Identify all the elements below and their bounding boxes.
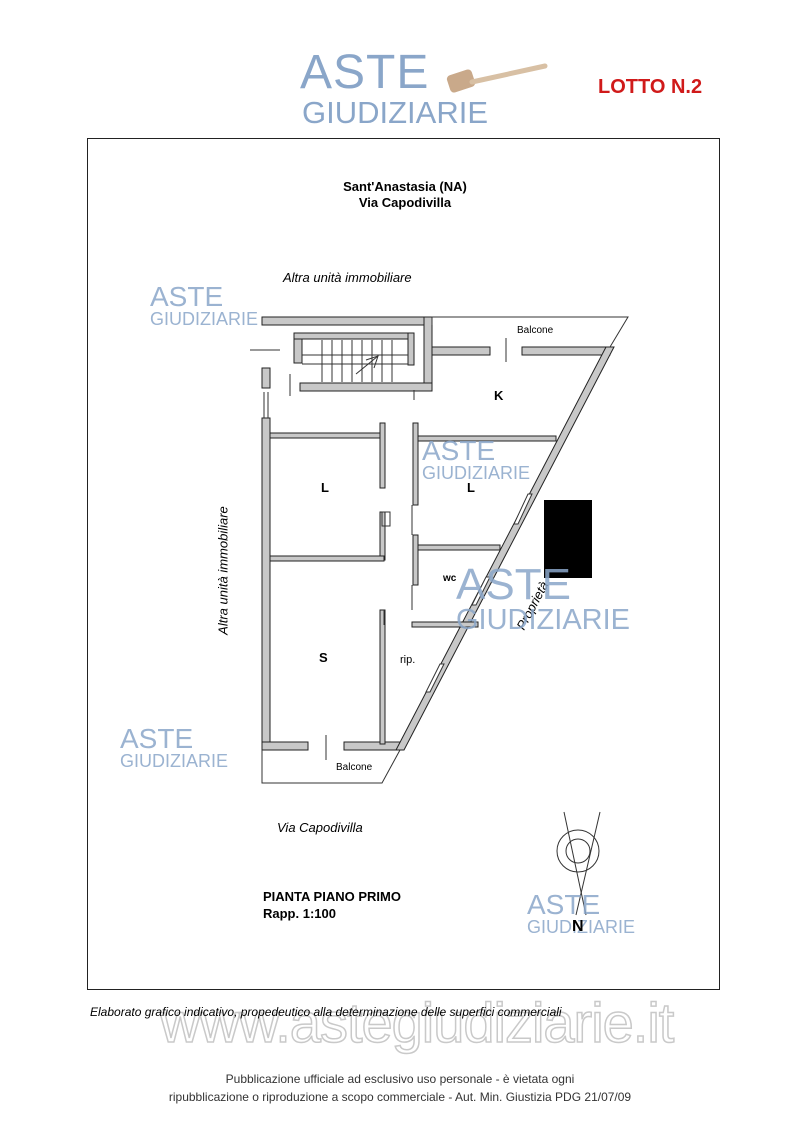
wall-stair-top <box>261 316 433 326</box>
location-street: Via Capodivilla <box>358 195 452 210</box>
aste-logo-top: ASTE GIUDIZIARIE <box>300 46 548 130</box>
wall-L-right <box>379 422 386 489</box>
wall-center-mid <box>412 534 419 586</box>
location-city: Sant'Anastasia (NA) <box>343 179 467 194</box>
room-living-right: L <box>467 480 475 495</box>
drawing-frame <box>87 138 720 990</box>
wm2-line1: ASTE <box>422 435 496 466</box>
wall-L-top <box>269 432 385 439</box>
aste-watermark-4: ASTE GIUDIZIARIE <box>120 723 229 771</box>
room-bedroom: S <box>319 650 328 665</box>
gavel-icon <box>446 63 548 93</box>
wall-center-top <box>412 422 419 506</box>
balcony-top-outline <box>431 316 629 348</box>
staircase <box>302 340 408 382</box>
wall-L-bottom <box>269 555 385 562</box>
logo-line1: ASTE <box>300 46 430 99</box>
aste-watermark-3: ASTE GIUDIZIARIE <box>456 560 631 636</box>
wm4-line2: GIUDIZIARIE <box>120 751 229 771</box>
wall-left-upper <box>261 367 271 389</box>
disclaimer: Elaborato grafico indicativo, propedeuti… <box>90 1005 562 1019</box>
wall-stair-inner-top <box>293 332 413 340</box>
wall-diagonal <box>395 346 615 751</box>
footer-line1: Pubblicazione ufficiale ad esclusivo uso… <box>225 1072 575 1086</box>
wall-stair-bottom <box>299 382 433 392</box>
lot-label: LOTTO N.2 <box>598 76 703 98</box>
neighbor-top-label: Altra unità immobiliare <box>283 270 412 285</box>
aste-watermark-1: ASTE GIUDIZIARIE <box>150 281 259 329</box>
north-label: N <box>572 918 584 935</box>
wall-stair-inner-right <box>407 332 415 366</box>
balcony-bottom-label: Balcone <box>336 762 373 773</box>
room-storage: rip. <box>400 654 416 666</box>
balcony-top-label: Balcone <box>517 325 554 336</box>
wm2-line2: GIUDIZIARIE <box>422 463 531 483</box>
wm5-line1: ASTE <box>527 889 601 920</box>
north-compass <box>556 811 601 916</box>
logo-line2: GIUDIZIARIE <box>302 95 489 130</box>
wm4-line1: ASTE <box>120 723 194 754</box>
wm3-line2: GIUDIZIARIE <box>456 604 631 636</box>
wall-bottom-right <box>343 741 401 751</box>
wall-stair-right <box>423 316 433 392</box>
plan-title-line2: Rapp. 1:100 <box>263 906 336 921</box>
wm3-line1: ASTE <box>456 560 571 609</box>
wall-bottom-left <box>261 741 309 751</box>
plan-title-line1: PIANTA PIANO PRIMO <box>263 889 401 904</box>
room-wc: wc <box>443 573 457 584</box>
wm1-line1: ASTE <box>150 281 224 312</box>
plan-title: PIANTA PIANO PRIMO Rapp. 1:100 <box>263 888 401 922</box>
wall-L2-top <box>417 435 557 442</box>
footer-line2: ripubblicazione o riproduzione a scopo c… <box>168 1090 632 1104</box>
wall-top-right <box>521 346 611 356</box>
wall-wc-bottom <box>411 621 479 628</box>
wall-left <box>261 417 271 751</box>
watermark-url: www.astegiudiziarie.it <box>159 990 675 1055</box>
wall-top-mid <box>431 346 491 356</box>
aste-watermark-5: ASTE GIUDIZIARIE <box>527 889 636 937</box>
aste-watermark-2: ASTE GIUDIZIARIE <box>422 435 531 483</box>
wm1-line2: GIUDIZIARIE <box>150 309 259 329</box>
wall-wc-top <box>417 544 501 551</box>
balcony-bottom-outline <box>261 749 401 784</box>
street-bottom-label: Via Capodivilla <box>277 820 363 835</box>
room-living-left: L <box>321 480 329 495</box>
black-block <box>544 500 592 578</box>
wm5-line2: GIUDIZIARIE <box>527 917 636 937</box>
wall-rip-left <box>379 609 386 745</box>
room-kitchen: K <box>494 388 504 403</box>
